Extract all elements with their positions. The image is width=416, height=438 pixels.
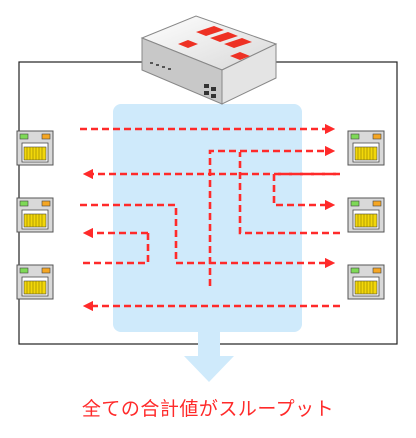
aggregate-down-arrow — [184, 332, 234, 382]
ethernet-port-icon — [347, 197, 385, 233]
flow-arrow — [238, 152, 340, 235]
throughput-caption: 全ての合計値がスループット — [81, 398, 335, 420]
ethernet-port-icon — [347, 264, 385, 300]
flow-arrow — [272, 172, 340, 211]
brand-logo-icon — [178, 26, 252, 60]
ethernet-port-icon — [16, 264, 54, 300]
network-switch-icon — [140, 15, 278, 105]
ethernet-port-icon — [16, 130, 54, 166]
ethernet-port-icon — [16, 197, 54, 233]
ethernet-port-icon — [347, 130, 385, 166]
aggregate-area — [113, 104, 302, 332]
flow-arrow — [80, 203, 336, 269]
flow-arrow — [208, 145, 336, 286]
